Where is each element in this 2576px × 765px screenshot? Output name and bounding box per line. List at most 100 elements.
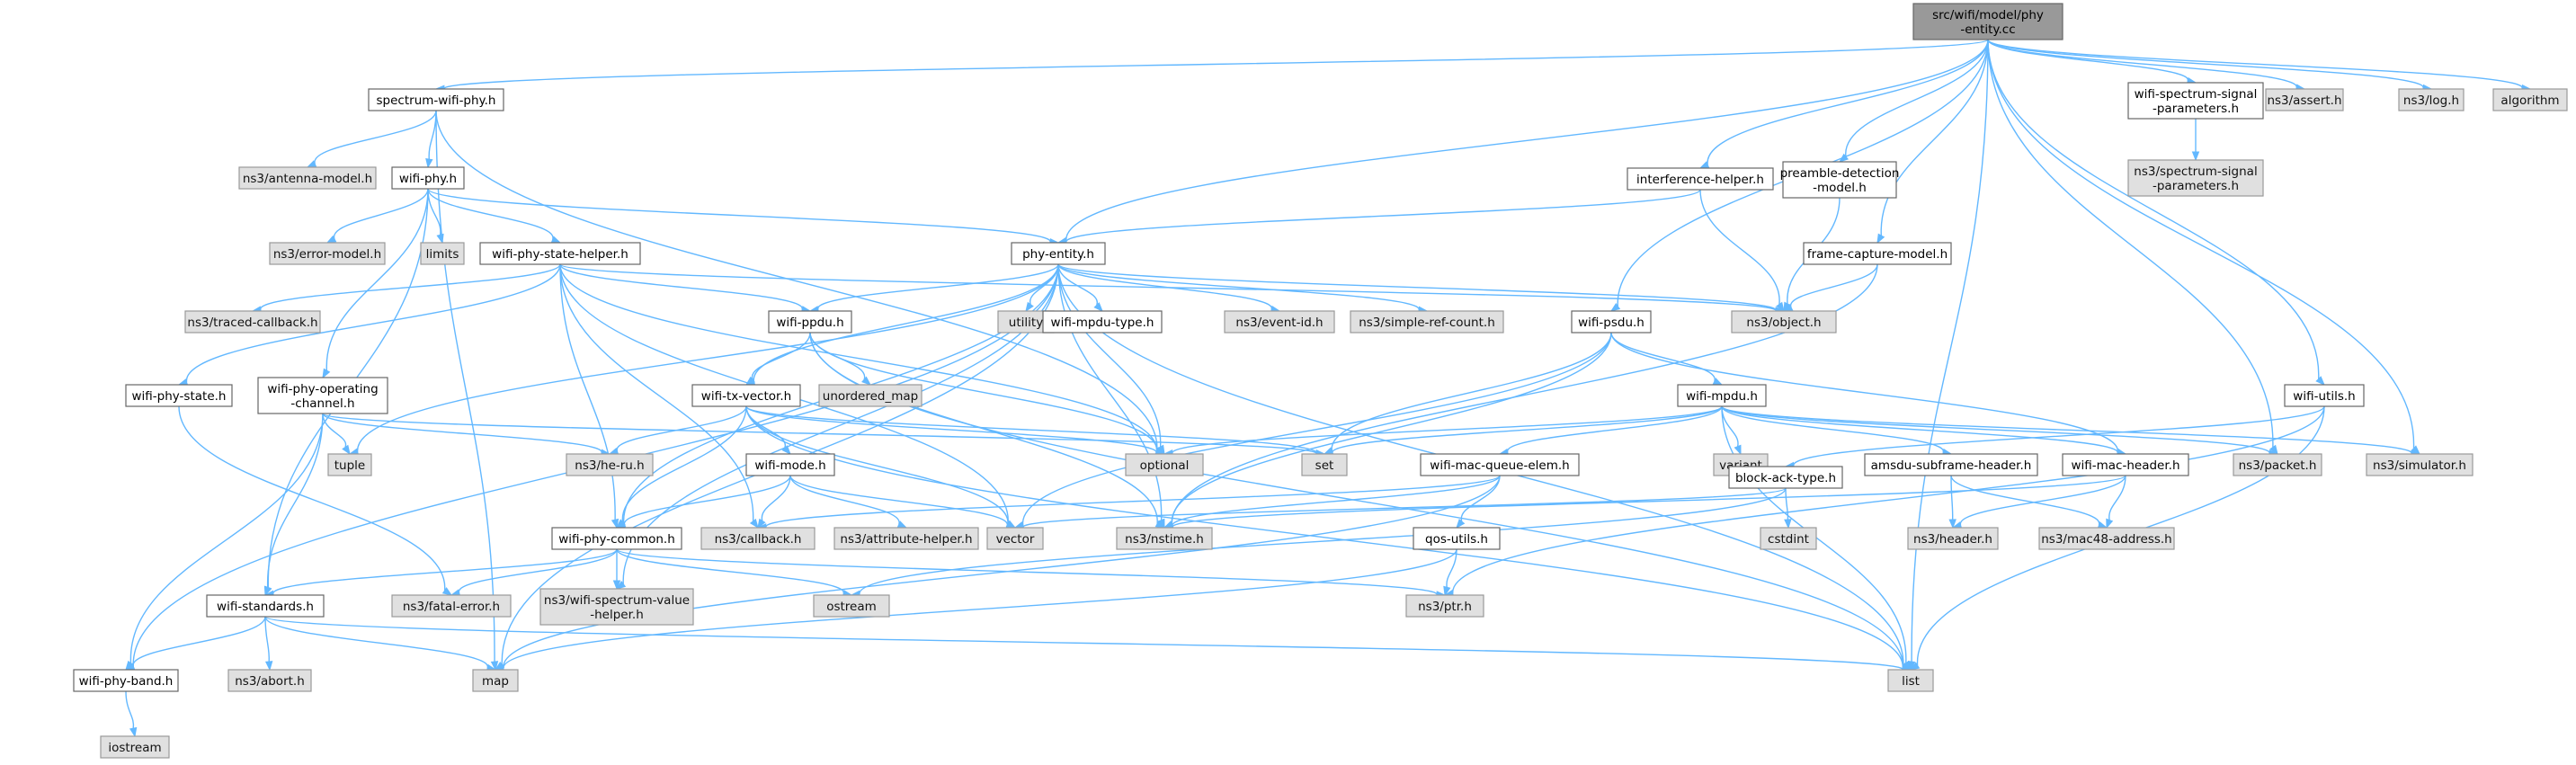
node-wifi-phy-band[interactable]: wifi-phy-band.h	[73, 669, 179, 692]
edge-arrowhead	[612, 580, 621, 591]
node-tuple: tuple	[327, 453, 372, 476]
dependency-edge	[559, 263, 1166, 456]
node-amsdu-subframe-header[interactable]: amsdu-subframe-header.h	[1864, 453, 2038, 476]
node-spectrum-wifi-phy[interactable]: spectrum-wifi-phy.h	[368, 88, 504, 111]
edge-line	[435, 110, 1158, 451]
node-box	[1912, 3, 2063, 40]
dependency-edge	[1056, 189, 1701, 246]
dependency-edge	[325, 188, 429, 244]
edge-arrowhead	[1157, 518, 1165, 529]
node-box	[566, 453, 654, 476]
node-wifi-phy-state[interactable]: wifi-phy-state.h	[125, 384, 233, 407]
node-box	[1350, 310, 1504, 334]
dependency-edge	[178, 405, 453, 596]
node-box	[1413, 527, 1501, 550]
node-wifi-spectrum-signal-params[interactable]: wifi-spectrum-signal-parameters.h	[2127, 82, 2264, 120]
node-box	[391, 594, 512, 618]
edge-line	[1793, 405, 2325, 467]
node-wifi-phy-common[interactable]: wifi-phy-common.h	[551, 527, 682, 550]
node-box	[269, 242, 386, 265]
node-wifi-psdu[interactable]: wifi-psdu.h	[1571, 310, 1652, 334]
edge-arrowhead	[263, 585, 272, 597]
node-wifi-phy[interactable]: wifi-phy.h	[391, 166, 465, 190]
node-label: ns3/attribute-helper.h	[840, 532, 972, 547]
edge-line	[1721, 405, 1944, 453]
node-wifi-phy-operating-channel[interactable]: wifi-phy-operating-channel.h	[257, 377, 388, 414]
dependency-edge	[757, 475, 791, 529]
node-label: vector	[996, 532, 1035, 547]
node-wifi-mac-header[interactable]: wifi-mac-header.h	[2062, 453, 2189, 476]
dependency-edge	[264, 616, 1912, 673]
edge-line	[1987, 39, 2188, 82]
node-wifi-phy-state-helper[interactable]: wifi-phy-state-helper.h	[479, 242, 641, 265]
node-ns3-packet: ns3/packet.h	[2233, 453, 2322, 476]
node-label: amsdu-subframe-header.h	[1871, 458, 2032, 473]
node-wifi-utils[interactable]: wifi-utils.h	[2284, 384, 2365, 407]
node-label: optional	[1140, 458, 1190, 473]
node-wifi-tx-vector[interactable]: wifi-tx-vector.h	[691, 384, 801, 407]
dependency-edge	[1163, 475, 1501, 530]
node-wifi-mac-queue-elem[interactable]: wifi-mac-queue-elem.h	[1420, 453, 1580, 476]
dependency-edge	[263, 413, 324, 597]
node-box	[1224, 310, 1335, 334]
edge-line	[623, 475, 791, 526]
node-box	[184, 310, 321, 334]
node-box	[227, 669, 312, 692]
edge-line	[129, 413, 324, 663]
edge-line	[1172, 405, 1723, 454]
node-block-ack-type[interactable]: block-ack-type.h	[1728, 466, 1843, 489]
dependency-edge	[1838, 39, 1989, 163]
node-qos-utils[interactable]: qos-utils.h	[1413, 527, 1501, 550]
edge-arrowhead	[1876, 233, 1885, 245]
dependency-edge	[1456, 475, 1501, 529]
edge-arrowhead	[1734, 444, 1742, 456]
node-box	[2366, 453, 2473, 476]
dependency-edge	[559, 263, 619, 529]
dependency-edge	[1987, 39, 2278, 456]
edge-arrowhead	[2315, 376, 2325, 386]
node-box	[368, 88, 504, 111]
edge-line	[178, 405, 446, 591]
edge-arrowhead	[2191, 151, 2200, 162]
node-label: preamble-detection	[1780, 166, 1900, 181]
dependency-edge	[1610, 332, 1724, 386]
edge-line	[1446, 548, 1457, 588]
node-interference-helper[interactable]: interference-helper.h	[1627, 167, 1774, 191]
node-wifi-mode[interactable]: wifi-mode.h	[745, 453, 835, 476]
edge-line	[1452, 405, 2325, 594]
edge-line	[1721, 405, 2270, 454]
edge-line	[1785, 487, 1789, 520]
edge-line	[435, 110, 495, 663]
edge-line	[616, 548, 1438, 596]
dependency-edge	[1699, 189, 1785, 313]
dependency-edge	[789, 475, 908, 529]
node-label: ns3/nstime.h	[1125, 532, 1204, 547]
node-wifi-mpdu-type[interactable]: wifi-mpdu-type.h	[1042, 310, 1163, 334]
node-label: ns3/antenna-model.h	[243, 172, 372, 186]
node-wifi-mpdu[interactable]: wifi-mpdu.h	[1677, 384, 1767, 407]
node-phy-entity[interactable]: phy-entity.h	[1011, 242, 1106, 265]
node-box	[1125, 453, 1204, 476]
edge-line	[325, 188, 429, 371]
edge-arrowhead	[749, 518, 759, 529]
edge-arrowhead	[611, 518, 619, 529]
node-preamble-detection[interactable]: preamble-detection-model.h	[1780, 161, 1900, 199]
dependency-edge	[427, 188, 444, 245]
node-label: cstdint	[1768, 532, 1809, 547]
edge-line	[809, 332, 1158, 452]
node-root[interactable]: src/wifi/model/phy-entity.cc	[1912, 3, 2063, 40]
node-label: ns3/wifi-spectrum-value	[544, 593, 690, 608]
node-wifi-standards[interactable]: wifi-standards.h	[206, 594, 325, 618]
node-frame-capture[interactable]: frame-capture-model.h	[1803, 242, 1952, 265]
dependency-edge	[124, 616, 266, 671]
node-wifi-ppdu[interactable]: wifi-ppdu.h	[768, 310, 852, 334]
node-box	[813, 594, 890, 618]
node-label: block-ack-type.h	[1735, 471, 1836, 485]
edge-line	[753, 263, 1059, 382]
node-box	[420, 242, 465, 265]
node-label: iostream	[108, 741, 161, 755]
node-box	[539, 588, 694, 626]
dependency-edge	[322, 188, 429, 379]
dependency-edge	[2191, 119, 2200, 162]
